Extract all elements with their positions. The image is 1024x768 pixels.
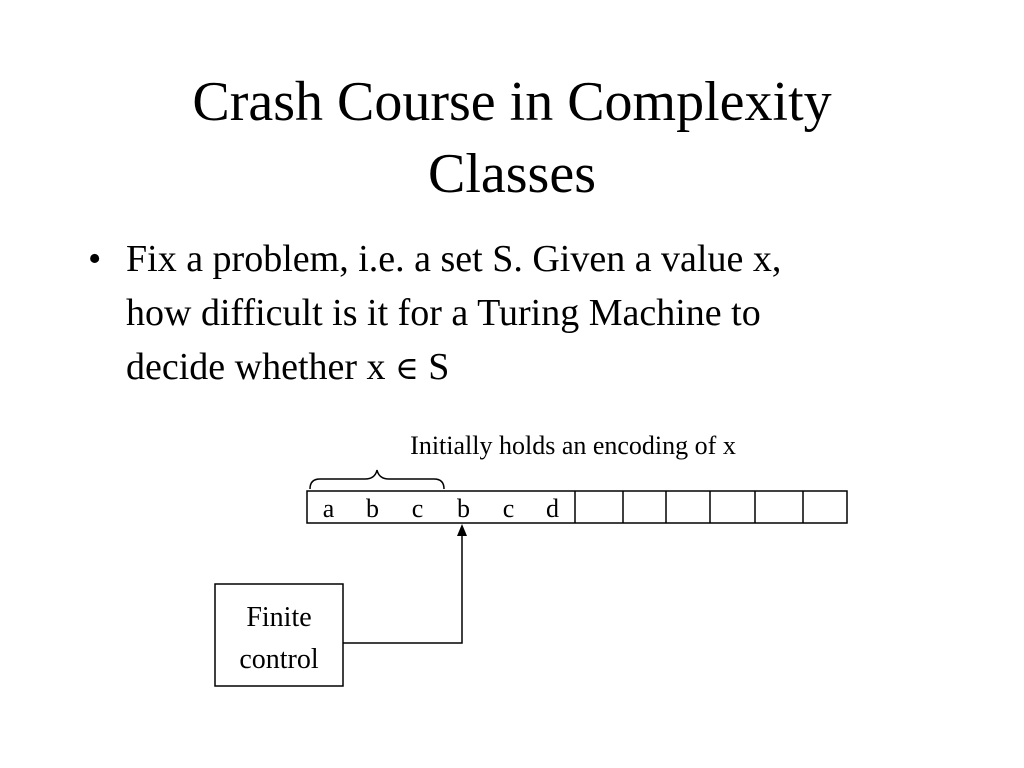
- finite-control-label-line-2: control: [239, 644, 319, 675]
- element-of-symbol: ∈: [395, 349, 419, 387]
- tape-symbol: a: [323, 494, 335, 523]
- tape-outline: [306, 490, 848, 524]
- slide-title: Crash Course in Complexity Classes: [0, 66, 1024, 210]
- tape-symbol: c: [503, 494, 515, 523]
- finite-control-box: [214, 583, 344, 687]
- tape-symbol: b: [366, 494, 379, 523]
- head-connector-line: [343, 534, 463, 644]
- finite-control-label-line-1: Finite: [246, 602, 311, 633]
- tape-symbol: c: [412, 494, 424, 523]
- bullet-line-3-prefix: decide whether x: [126, 346, 396, 388]
- title-line-2: Classes: [428, 143, 596, 205]
- bullet-item: • Fix a problem, i.e. a set S. Given a v…: [88, 232, 958, 395]
- tape-symbol: b: [457, 494, 470, 523]
- bullet-marker: •: [88, 238, 102, 280]
- head-arrow-icon: [457, 524, 467, 536]
- bullet-line-3: decide whether x ∈ S: [126, 340, 958, 395]
- title-line-1: Crash Course in Complexity: [192, 71, 832, 133]
- curly-brace: [309, 469, 445, 490]
- bullet-list: • Fix a problem, i.e. a set S. Given a v…: [88, 232, 958, 395]
- bullet-line-1: Fix a problem, i.e. a set S. Given a val…: [126, 238, 782, 280]
- bullet-line-3-suffix: S: [418, 346, 450, 388]
- tape-symbol: d: [546, 494, 559, 523]
- bullet-line-2: how difficult is it for a Turing Machine…: [126, 292, 761, 334]
- brace-label: Initially holds an encoding of x: [410, 431, 736, 460]
